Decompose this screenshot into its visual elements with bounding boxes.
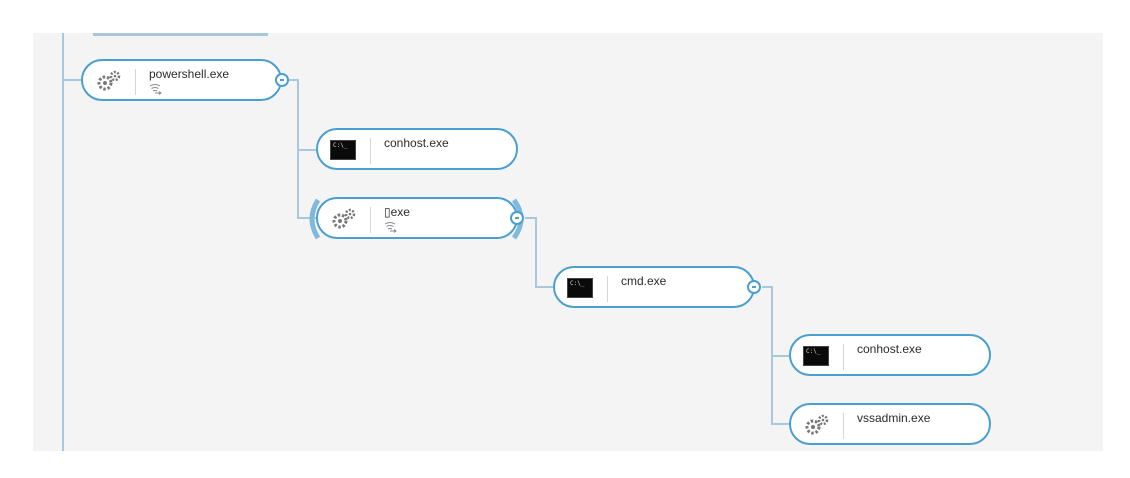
process-name: conhost.exe	[857, 342, 922, 356]
console-prompt: C:\_	[570, 280, 585, 287]
process-name: cmd.exe	[621, 274, 667, 288]
console-icon: C:\_	[330, 140, 356, 160]
process-node-exe[interactable]: ▯exe	[316, 197, 518, 239]
node-separator	[135, 69, 136, 95]
console-icon: C:\_	[803, 346, 829, 366]
process-node-conhost[interactable]: C:\_ conhost.exe	[316, 128, 518, 170]
collapse-toggle-powershell[interactable]	[275, 73, 289, 87]
process-name: vssadmin.exe	[857, 411, 931, 425]
process-node-cmd[interactable]: C:\_ cmd.exe	[553, 266, 755, 308]
process-node-conhost[interactable]: C:\_ conhost.exe	[789, 334, 991, 376]
network-activity-icon	[384, 222, 397, 233]
console-prompt: C:\_	[333, 142, 348, 149]
process-name: powershell.exe	[149, 67, 230, 81]
gears-icon	[332, 208, 356, 229]
console-icon: C:\_	[567, 278, 593, 298]
collapse-toggle-cmd[interactable]	[747, 280, 761, 294]
process-tree-canvas	[33, 33, 1103, 451]
console-prompt: C:\_	[806, 348, 821, 355]
gears-icon	[805, 414, 829, 435]
collapse-toggle-exe[interactable]	[510, 211, 524, 225]
process-name: ▯exe	[384, 205, 410, 219]
gears-icon	[97, 70, 121, 91]
network-activity-icon	[149, 84, 162, 95]
process-name: conhost.exe	[384, 136, 449, 150]
node-separator	[370, 138, 371, 164]
node-separator	[843, 413, 844, 439]
process-node-vssadmin[interactable]: vssadmin.exe	[789, 403, 991, 445]
node-separator	[607, 276, 608, 302]
process-node-powershell[interactable]: powershell.exe	[81, 59, 282, 101]
node-separator	[370, 207, 371, 233]
node-separator	[843, 344, 844, 370]
